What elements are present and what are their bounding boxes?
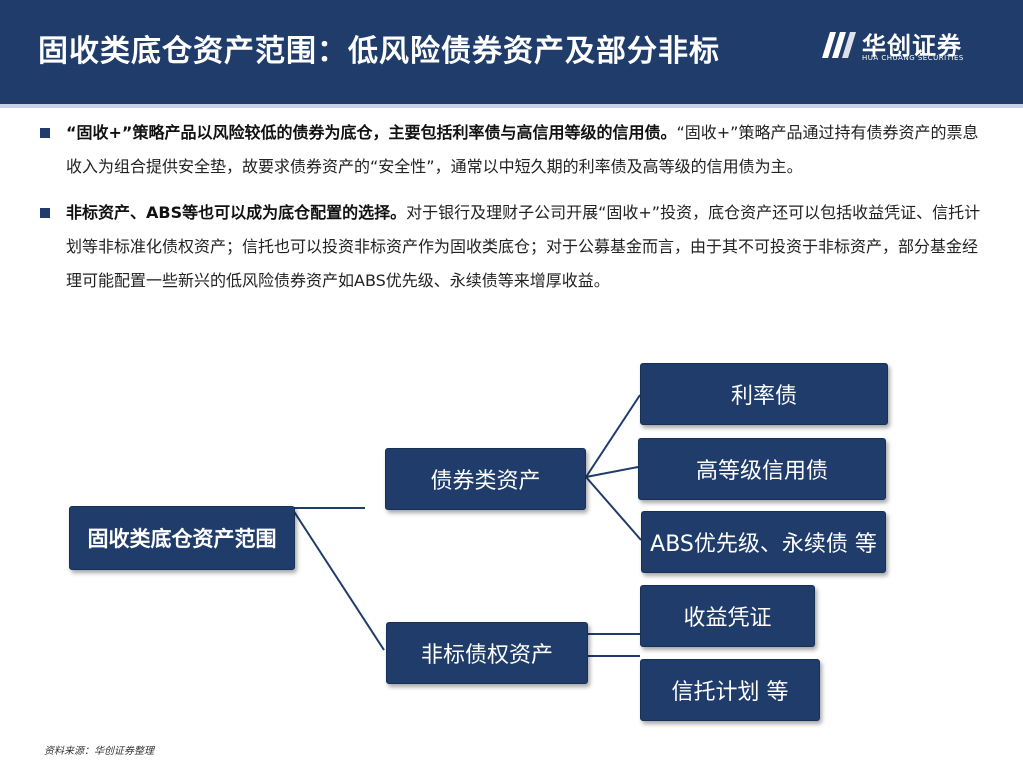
root-node: 固收类底仓资产范围 <box>69 506 295 570</box>
bullet-list: “固收+”策略产品以风险较低的债券为底仓，主要包括利率债与高信用等级的信用债。“… <box>36 116 988 310</box>
square-bullet-icon <box>40 208 50 218</box>
bullet-2-text: 对于银行及理财子公司开展“固收+”投资，底仓资产还可以包括收益凭证、信托计划等非… <box>66 203 981 290</box>
high-grade-credit-node: 高等级信用债 <box>638 438 886 500</box>
rate-bond-node: 利率债 <box>640 363 888 425</box>
connector-bond-highgrade <box>585 466 639 478</box>
square-bullet-icon <box>40 128 50 138</box>
source-footnote: 资料来源：华创证券整理 <box>44 746 154 757</box>
bullet-item-1: “固收+”策略产品以风险较低的债券为底仓，主要包括利率债与高信用等级的信用债。“… <box>36 116 988 184</box>
page-title: 固收类底仓资产范围：低风险债券资产及部分非标 <box>38 34 720 69</box>
bullet-item-2: 非标资产、ABS等也可以成为底仓配置的选择。对于银行及理财子公司开展“固收+”投… <box>36 196 988 298</box>
trust-plan-node: 信托计划 等 <box>640 659 820 721</box>
bullet-1-text: “固收+”策略产品通过持有债券资产的票息收入为组合提供安全垫，故要求债券资产的“… <box>66 123 979 176</box>
connector-bond-abs <box>585 476 642 541</box>
bullet-1-bold: “固收+”策略产品以风险较低的债券为底仓，主要包括利率债与高信用等级的信用债。 <box>66 123 677 142</box>
abs-perpetual-node: ABS优先级、永续债 等 <box>641 511 886 573</box>
header-bar: 固收类底仓资产范围：低风险债券资产及部分非标 华创证券 HUA CHUANG S… <box>0 0 1023 108</box>
company-logo: 华创证券 HUA CHUANG SECURITIES <box>820 26 990 66</box>
bullet-2-bold: 非标资产、ABS等也可以成为底仓配置的选择。 <box>66 203 407 222</box>
asset-scope-diagram: 固收类底仓资产范围 债券类资产 非标债权资产 利率债 高等级信用债 ABS优先级… <box>0 355 1023 735</box>
connector-root-nonstd <box>292 509 385 651</box>
connector-bond-rate <box>585 394 641 478</box>
income-certificate-node: 收益凭证 <box>640 585 815 647</box>
connector-lines <box>292 394 642 657</box>
logo-subtitle: HUA CHUANG SECURITIES <box>862 54 964 62</box>
nonstandard-debt-node: 非标债权资产 <box>386 622 588 684</box>
logo-name: 华创证券 <box>862 32 962 60</box>
hua-chuang-logo-icon <box>822 32 856 58</box>
bond-assets-node: 债券类资产 <box>385 448 586 510</box>
